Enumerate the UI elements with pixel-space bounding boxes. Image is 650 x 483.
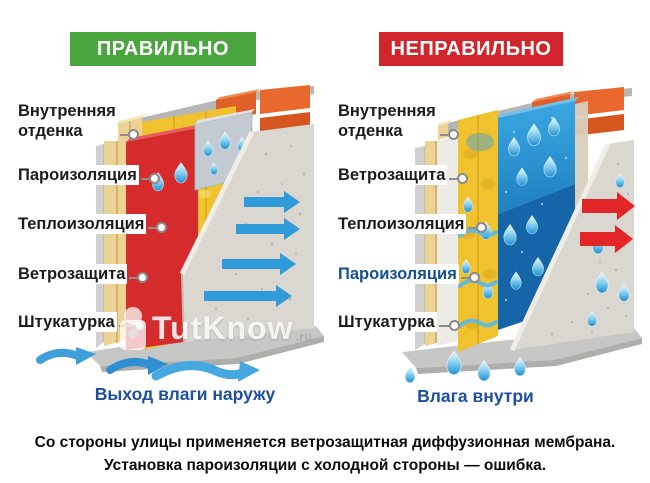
leader-line	[119, 134, 128, 136]
footer-explanation: Со стороны улицы применяется ветрозащитн…	[0, 431, 650, 477]
label-thermal-insulation-right: Теплоизоляция	[336, 214, 488, 234]
label-interior-finish-left: Внутренняя отденка	[16, 97, 139, 141]
correct-badge-label: ПРАВИЛЬНО	[96, 37, 230, 60]
footer-line-2: Установка пароизоляции с холодной сторон…	[103, 457, 547, 474]
leader-line	[439, 134, 448, 136]
leader-line	[449, 178, 458, 180]
leader-dot	[447, 129, 459, 140]
condensation-glow	[466, 133, 494, 151]
leader-dot	[148, 173, 160, 184]
leader-line	[140, 178, 149, 180]
label-windproofing-left: Ветрозащита	[16, 264, 149, 284]
layer-vapor-barrier-red	[126, 124, 202, 350]
incorrect-badge: НЕПРАВИЛЬНО	[379, 32, 563, 66]
label-windproofing-right: Ветрозащита	[336, 165, 469, 185]
label-vapor-barrier-right-highlighted: Пароизоляция	[336, 264, 480, 284]
moisture-outflow-waves	[36, 347, 260, 382]
caption-moisture-exit: Выход влаги наружу	[94, 384, 276, 404]
leader-dot	[449, 320, 460, 331]
blocked-vapor-arrows	[580, 192, 635, 253]
leader-dot	[137, 272, 149, 283]
label-vapor-barrier-left: Пароизоляция	[16, 165, 160, 185]
leader-dot	[127, 129, 139, 140]
stucco-backing-panel	[575, 101, 588, 214]
incorrect-badge-label: НЕПРАВИЛЬНО	[390, 37, 552, 60]
label-interior-finish-right: Внутренняя отденка	[336, 97, 459, 141]
leader-line	[129, 277, 138, 279]
leader-dot	[476, 222, 488, 233]
leader-dot	[156, 222, 168, 233]
vapor-exit-arrows	[204, 191, 300, 307]
water-drop-icon	[404, 350, 526, 384]
water-drop-icon	[203, 131, 247, 175]
layer-stucco	[509, 140, 634, 352]
dripping-moisture-drops	[404, 350, 526, 384]
leader-line	[460, 277, 469, 279]
footer-line-1: Со стороны улицы применяется ветрозащитн…	[34, 434, 616, 451]
correct-badge: ПРАВИЛЬНО	[70, 32, 256, 66]
leader-line	[468, 227, 477, 229]
leader-line	[148, 227, 157, 229]
caption-moisture-inside: Влага внутри	[417, 386, 534, 406]
label-stucco-right: Штукатурка	[336, 312, 460, 332]
incorrect-wall-illustration	[402, 87, 642, 374]
leader-dot	[457, 173, 469, 184]
water-drop-icon	[503, 116, 560, 290]
label-thermal-insulation-left: Теплоизоляция	[16, 214, 168, 234]
leader-dot	[468, 272, 480, 283]
leader-line	[438, 325, 449, 327]
watermark: TutKnow .ru	[118, 306, 312, 352]
watermark-text: TutKnow	[152, 310, 294, 346]
watermark-suffix: .ru	[295, 329, 313, 344]
layer-vapor-barrier-blue-misplaced	[498, 97, 579, 330]
label-stucco-left: Штукатурка	[16, 312, 145, 332]
watermark-logo-icon	[120, 307, 146, 350]
